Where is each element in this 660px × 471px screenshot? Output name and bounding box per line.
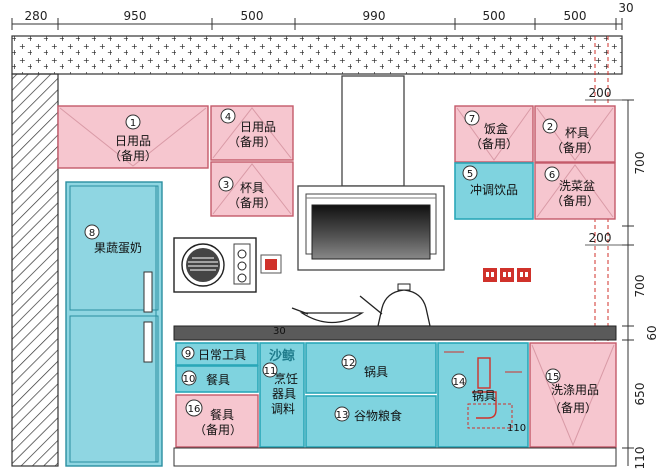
- dim-top-3: 500: [241, 9, 264, 23]
- drawer-12: [305, 342, 437, 394]
- svg-text:日常工具: 日常工具: [198, 348, 246, 362]
- svg-text:沙鲸: 沙鲸: [269, 348, 295, 364]
- svg-text:杯具: 杯具: [240, 181, 264, 195]
- drawer-9: [175, 342, 259, 366]
- svg-text:（备用）: （备用）: [470, 137, 518, 151]
- svg-text:5: 5: [467, 169, 473, 180]
- label-item-11: 沙鲸 11 烹饪 器具 调料: [262, 348, 298, 416]
- svg-text:（备用）: （备用）: [551, 141, 599, 155]
- svg-text:杯具: 杯具: [565, 126, 589, 140]
- svg-text:7: 7: [469, 114, 475, 125]
- cabinet-15: [529, 342, 617, 448]
- svg-text:餐具: 餐具: [206, 372, 230, 387]
- counter-thickness-dim: 30: [273, 326, 286, 337]
- dim-top-2: 950: [124, 9, 147, 23]
- dim-right-6: 650: [633, 383, 647, 406]
- range-hood: [297, 75, 445, 271]
- svg-text:15: 15: [547, 372, 560, 383]
- svg-text:餐具: 餐具: [210, 407, 234, 422]
- dim-right-3: 200: [589, 231, 612, 245]
- label-item-4: 4 日用品 （备用）: [220, 108, 276, 149]
- dim-top-6: 500: [564, 9, 587, 23]
- label-item-15: 15 洗涤用品 （备用）: [545, 368, 599, 415]
- label-item-13: 13 谷物粮食: [334, 406, 402, 423]
- label-item-7: 7 饭盒 （备用）: [464, 110, 518, 151]
- svg-text:11: 11: [264, 366, 277, 377]
- sink-plumbing: 110: [444, 351, 526, 434]
- dim-right-5: 60: [645, 325, 659, 340]
- microwave: [173, 237, 257, 293]
- svg-text:冲调饮品: 冲调饮品: [470, 182, 518, 197]
- kettle: [359, 283, 431, 332]
- svg-text:10: 10: [183, 374, 196, 385]
- svg-text:调料: 调料: [271, 402, 295, 416]
- svg-text:日用品: 日用品: [115, 134, 151, 148]
- svg-text:器具: 器具: [272, 387, 296, 401]
- svg-text:1: 1: [130, 118, 136, 129]
- socket-triple: [483, 268, 531, 282]
- svg-text:谷物粮食: 谷物粮食: [354, 408, 402, 423]
- dim-right-1: 200: [589, 86, 612, 100]
- dim-right-2: 700: [633, 152, 647, 175]
- socket-microwave: [260, 254, 282, 274]
- label-item-8: 8 果蔬蛋奶: [84, 224, 142, 255]
- countertop: [173, 325, 617, 341]
- dim-top-5: 500: [483, 9, 506, 23]
- lower-cabinet-block: [175, 342, 617, 448]
- svg-text:烹饪: 烹饪: [274, 371, 298, 386]
- dim-top-1: 280: [25, 9, 48, 23]
- label-item-10: 10 餐具: [181, 370, 230, 387]
- label-item-2: 2 杯具 （备用）: [542, 118, 599, 155]
- svg-text:13: 13: [336, 410, 349, 421]
- label-item-6: 6 洗菜盆 （备用）: [544, 166, 599, 208]
- svg-text:14: 14: [453, 377, 466, 388]
- svg-text:8: 8: [89, 228, 95, 239]
- sink-depth-dim: 110: [507, 423, 526, 434]
- svg-text:16: 16: [188, 404, 201, 415]
- toe-kick: [173, 447, 617, 467]
- pullout-11: [259, 342, 305, 448]
- svg-text:12: 12: [343, 358, 356, 369]
- upper-cabinet-2: [534, 105, 616, 163]
- svg-text:锅具: 锅具: [364, 364, 388, 379]
- dim-right-7: 110: [633, 447, 647, 470]
- svg-text:洗涤用品: 洗涤用品: [551, 383, 599, 397]
- svg-text:（备用）: （备用）: [228, 135, 276, 149]
- svg-text:洗菜盆: 洗菜盆: [559, 179, 595, 193]
- label-item-9: 9 日常工具: [181, 346, 246, 362]
- svg-text:果蔬蛋奶: 果蔬蛋奶: [94, 241, 142, 255]
- refrigerator: [65, 181, 163, 467]
- label-item-16: 16 餐具 （备用）: [185, 399, 242, 437]
- svg-text:（备用）: （备用）: [551, 194, 599, 208]
- top-dimension-line: 280 950 500 990 500 500 30: [11, 1, 634, 30]
- label-item-5: 5 冲调饮品: [462, 165, 518, 197]
- dim-top-7: 30: [618, 1, 633, 15]
- label-item-12: 12 锅具: [341, 354, 388, 379]
- label-item-3: 3 杯具 （备用）: [218, 176, 276, 210]
- svg-text:（备用）: （备用）: [228, 196, 276, 210]
- svg-text:（备用）: （备用）: [549, 401, 597, 415]
- right-dimension-line: 200 700 200 700 60 650 110: [585, 86, 659, 469]
- svg-text:（备用）: （备用）: [194, 423, 242, 437]
- label-item-1: 1 日用品 （备用）: [109, 114, 157, 163]
- svg-text:锅具: 锅具: [472, 388, 496, 403]
- cabinet-14: [437, 342, 529, 448]
- dim-top-4: 990: [363, 9, 386, 23]
- svg-text:9: 9: [185, 349, 191, 360]
- svg-text:3: 3: [223, 180, 229, 191]
- ceiling-section: [11, 35, 623, 75]
- svg-text:6: 6: [549, 170, 555, 181]
- left-wall: [11, 73, 59, 467]
- dim-right-4: 700: [633, 275, 647, 298]
- svg-text:日用品: 日用品: [240, 120, 276, 134]
- label-item-14: 14 锅具: [451, 373, 496, 403]
- svg-text:饭盒: 饭盒: [484, 121, 508, 136]
- upper-cabinet-6: [534, 162, 616, 220]
- svg-text:2: 2: [547, 122, 553, 133]
- drawer-13: [305, 395, 437, 448]
- svg-text:（备用）: （备用）: [109, 149, 157, 163]
- svg-text:4: 4: [225, 112, 231, 123]
